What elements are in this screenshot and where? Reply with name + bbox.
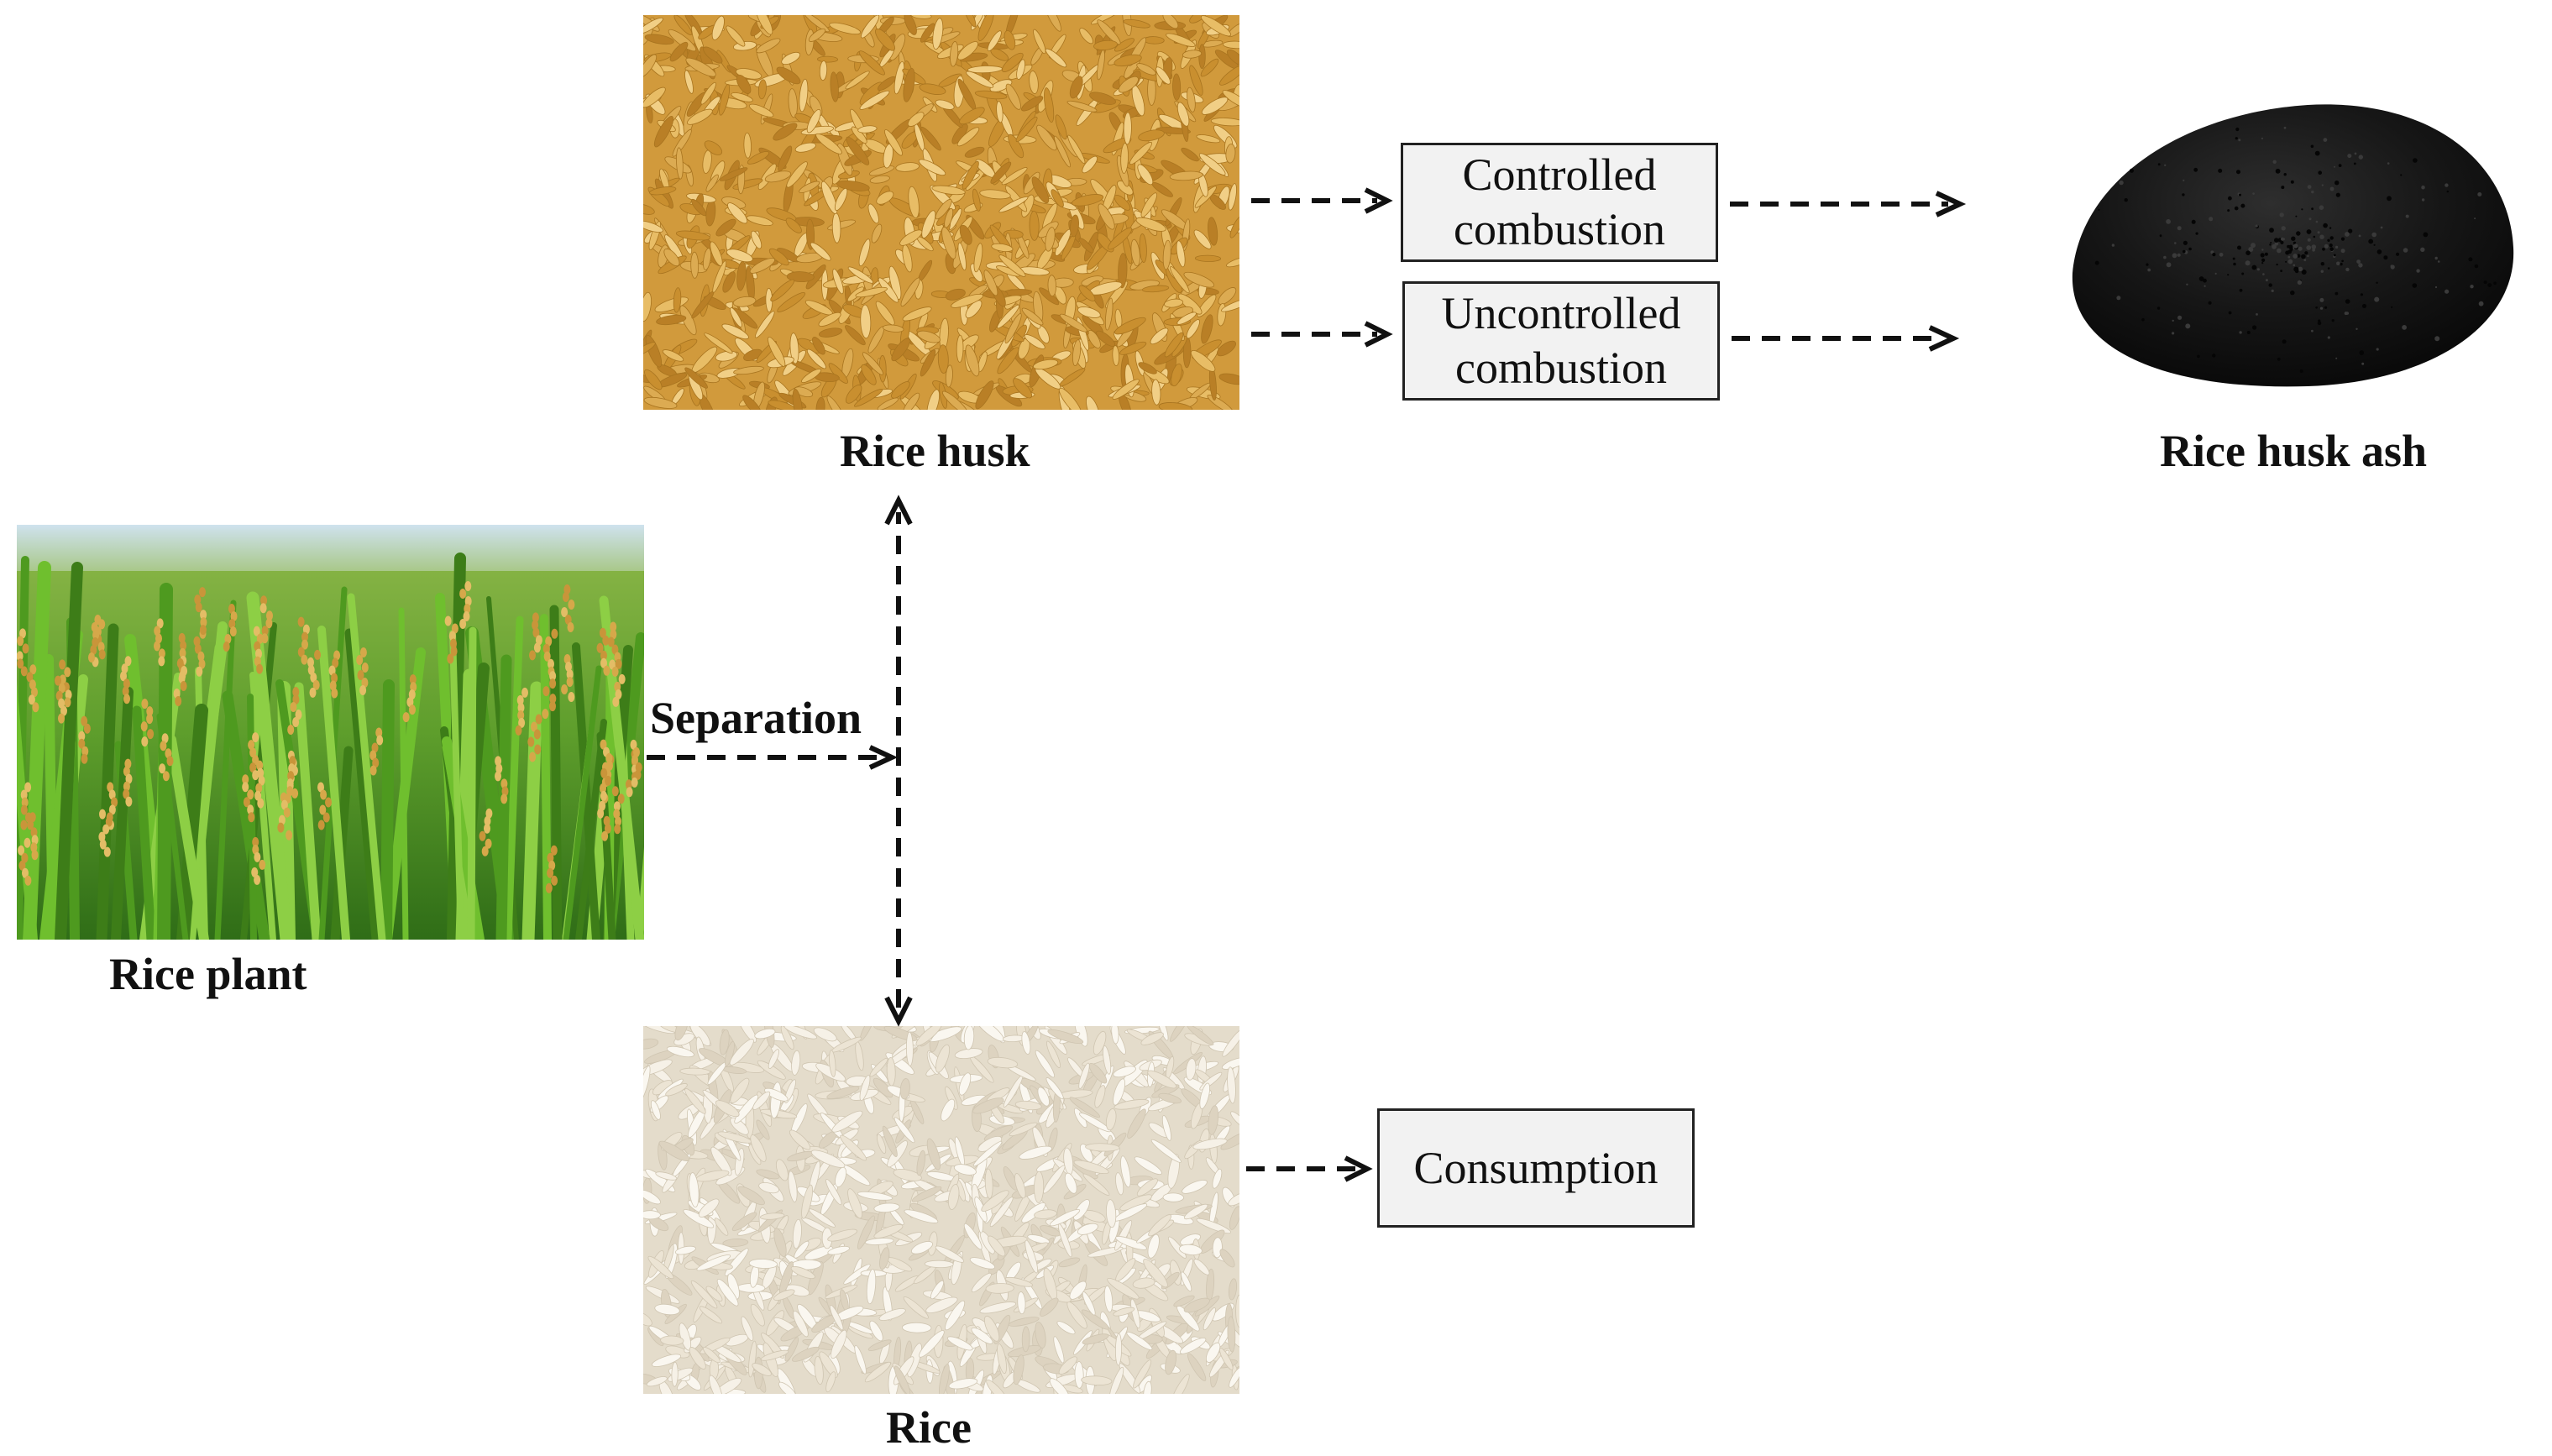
controlled-line-1: Controlled [1462, 149, 1657, 201]
rice-husk-image [643, 15, 1239, 410]
rice-plant-label: Rice plant [109, 949, 307, 999]
rice-husk-label: Rice husk [840, 426, 1030, 476]
rice-husk-ash-image [2039, 80, 2552, 416]
rice-grain-image [643, 1026, 1239, 1394]
controlled-line-2: combustion [1454, 204, 1665, 254]
consumption-text: Consumption [1413, 1142, 1659, 1193]
rice-label: Rice [886, 1402, 972, 1453]
rice-plant-image [17, 525, 644, 940]
husk-uncontrolled-arrowhead [1364, 321, 1393, 348]
consumption-box: Consumption [1377, 1108, 1695, 1228]
uncontrolled-line-2: combustion [1455, 343, 1667, 393]
to-rice-arrowhead [884, 996, 913, 1027]
rice-husk-ash-label: Rice husk ash [2160, 426, 2428, 476]
separation-label: Separation [650, 693, 862, 743]
uncontrolled-combustion-box: Uncontrolled combustion [1402, 281, 1720, 401]
controlled-ash-arrowhead [1935, 191, 1967, 217]
controlled-combustion-box: Controlled combustion [1401, 143, 1718, 262]
separation-arrowhead [868, 745, 899, 770]
uncontrolled-line-1: Uncontrolled [1441, 288, 1681, 339]
husk-controlled-arrowhead [1364, 187, 1393, 214]
to-husk-arrowhead [884, 495, 913, 526]
uncontrolled-ash-arrowhead [1928, 325, 1960, 352]
rice-consumption-arrowhead [1344, 1155, 1373, 1182]
